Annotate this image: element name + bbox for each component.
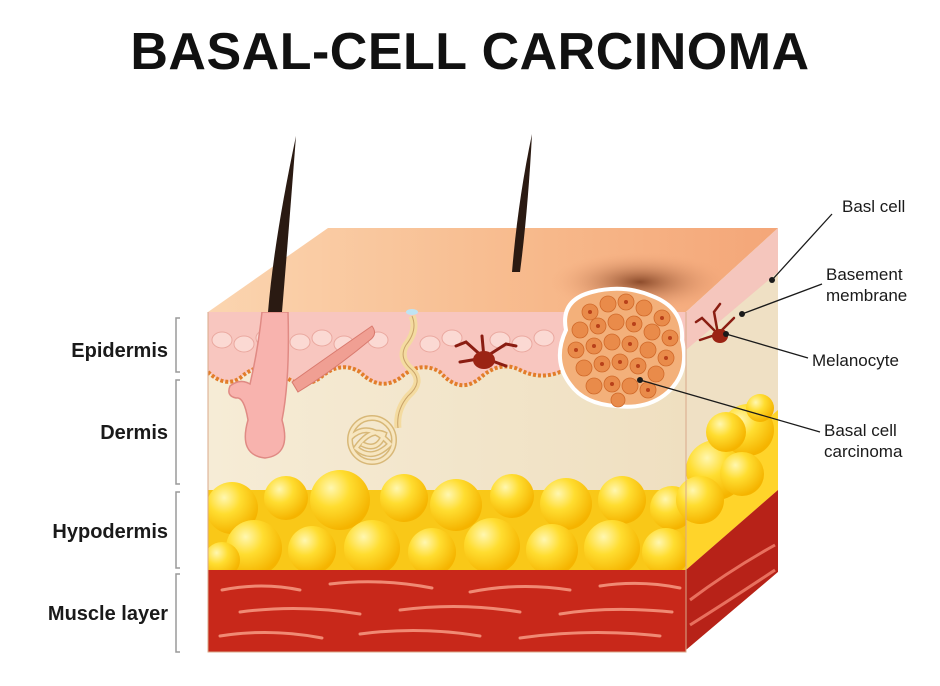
callout-basal-cell-carcinoma: Basal cell carcinoma <box>824 420 902 462</box>
callout-basement-membrane: Basement membrane <box>826 264 907 306</box>
dermis-label: Dermis <box>100 422 168 444</box>
callout-melanocyte: Melanocyte <box>812 351 899 370</box>
callout-carcinoma-line1: Basal cell <box>824 421 897 440</box>
page-title: BASAL-CELL CARCINOMA <box>130 23 810 81</box>
epidermis-label: Epidermis <box>71 340 168 362</box>
callout-carcinoma-line2: carcinoma <box>824 442 903 461</box>
hypodermis-label: Hypodermis <box>52 521 168 543</box>
callout-lines <box>639 213 833 433</box>
muscle-layer-label: Muscle layer <box>47 603 168 625</box>
hair-1 <box>268 136 296 312</box>
muscle-layer <box>208 570 686 652</box>
callout-basement-line2: membrane <box>826 286 908 305</box>
carcinoma-mass <box>558 286 687 409</box>
fat-cells <box>208 470 686 578</box>
hair-follicle <box>228 312 290 459</box>
fat-cells-side <box>676 394 774 524</box>
layer-brackets <box>175 317 180 653</box>
arrector-muscle <box>291 325 376 393</box>
callout-basal-cell: Basl cell <box>842 197 906 216</box>
hair-2 <box>512 134 532 272</box>
callout-basement-line1: Basement <box>826 265 903 284</box>
